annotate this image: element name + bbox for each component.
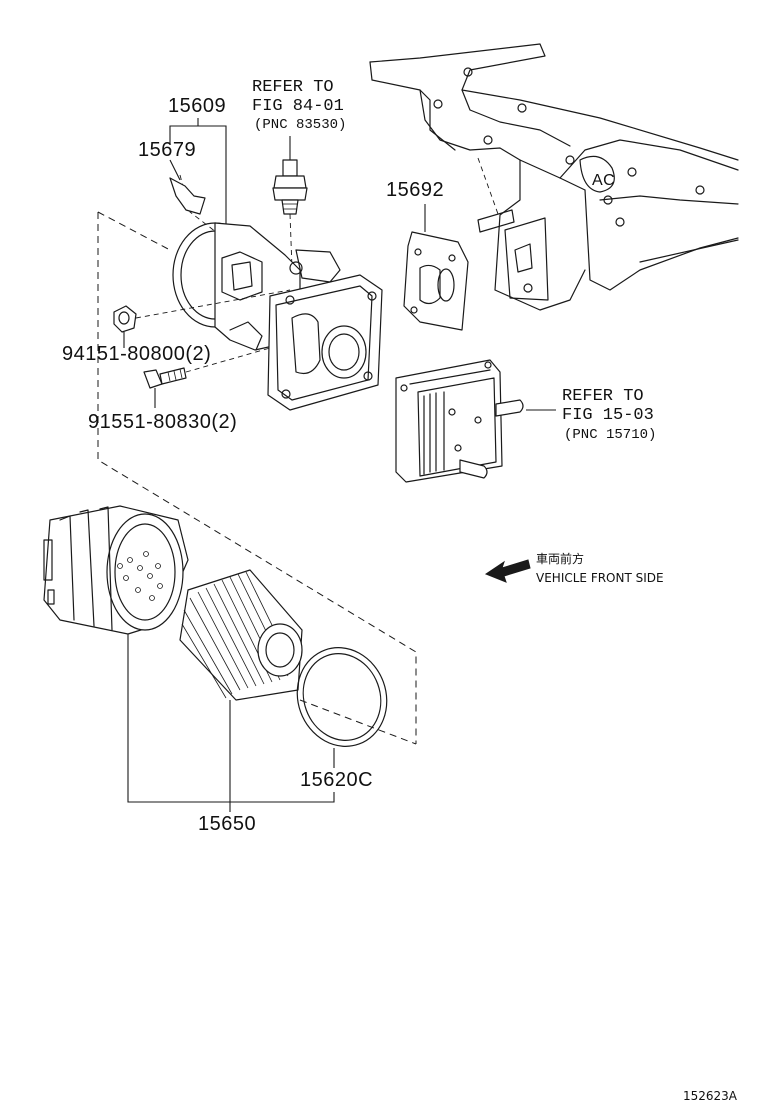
sensor-ref-line2: FIG 84-01 xyxy=(252,97,344,116)
assembly-outline xyxy=(97,212,417,744)
part-number-91551: 91551-80830(2) xyxy=(88,411,237,433)
direction-label-jp: 車両前方 xyxy=(536,551,584,566)
part-number-15620c: 15620C xyxy=(300,769,373,791)
nut-94151 xyxy=(113,289,291,348)
gasket-15679 xyxy=(169,159,206,215)
oil-filter-housing xyxy=(172,174,383,411)
gasket-15692 xyxy=(403,204,469,331)
sensor-ref-line3: (PNC 83530) xyxy=(254,117,346,133)
cooler-ref-line1: REFER TO xyxy=(562,387,644,406)
part-number-15650: 15650 xyxy=(198,813,256,835)
cooler-ref-line2: FIG 15-03 xyxy=(562,406,654,425)
oil-cooler xyxy=(395,359,556,483)
arrow-left-icon xyxy=(484,559,531,583)
cooler-ref-line3: (PNC 15710) xyxy=(564,427,656,443)
o-ring-15620c xyxy=(296,647,388,768)
part-number-15679: 15679 xyxy=(138,139,196,161)
oil-filter-cap xyxy=(43,505,189,635)
part-number-94151: 94151-80800(2) xyxy=(62,343,211,365)
part-number-15609: 15609 xyxy=(168,95,226,117)
oil-pressure-sensor xyxy=(272,136,308,269)
svg-text:AC: AC xyxy=(592,172,615,189)
bolt-91551 xyxy=(143,347,271,408)
leader-15650 xyxy=(127,634,335,803)
engine-block: AC xyxy=(369,43,739,311)
direction-label-en: VEHICLE FRONT SIDE xyxy=(536,571,664,585)
figure-id: 152623A xyxy=(683,1089,738,1103)
oil-filter-element xyxy=(179,569,303,701)
part-number-15692: 15692 xyxy=(386,179,444,201)
sensor-ref-line1: REFER TO xyxy=(252,78,334,97)
